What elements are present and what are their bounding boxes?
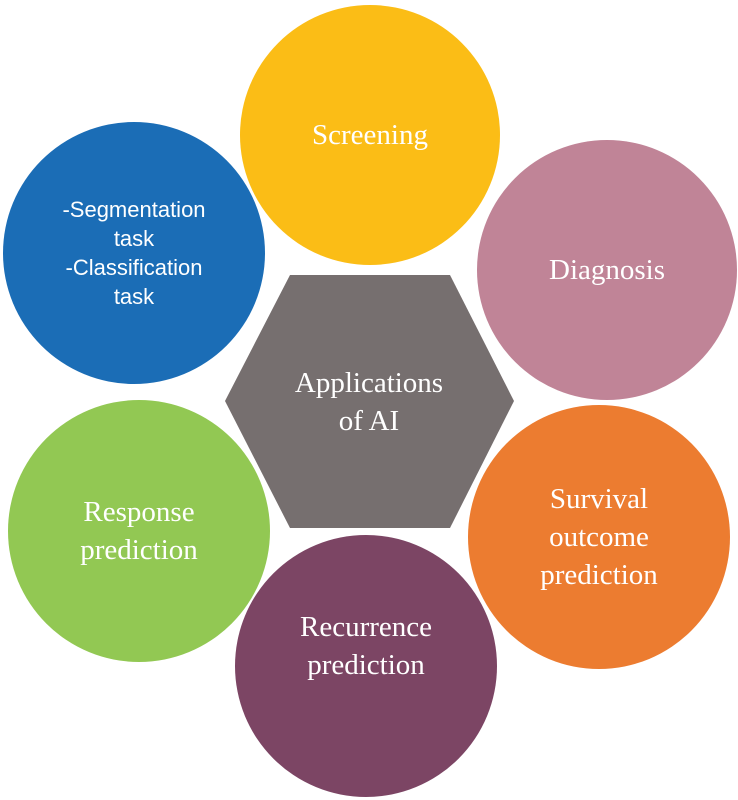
classification-label-1: -Classification <box>65 255 203 280</box>
diagnosis-circle: Diagnosis <box>477 140 737 400</box>
segmentation-circle: -Segmentation task -Classification task <box>3 122 265 384</box>
response-circle: Response prediction <box>8 400 270 662</box>
survival-label-2: outcome <box>549 521 649 553</box>
survival-label-1: Survival <box>549 483 649 515</box>
recurrence-label-2: prediction <box>307 649 425 681</box>
screening-circle: Screening <box>240 5 500 265</box>
center-label-2: of AI <box>338 404 400 437</box>
response-label-1: Response <box>83 496 195 528</box>
classification-label-2: task <box>113 284 155 309</box>
segmentation-label-2: task <box>113 226 155 251</box>
segmentation-label-1: -Segmentation <box>62 197 206 222</box>
survival-circle: Survival outcome prediction <box>468 405 730 669</box>
recurrence-circle: Recurrence prediction <box>235 535 497 797</box>
diagnosis-label: Diagnosis <box>549 254 665 286</box>
recurrence-label-1: Recurrence <box>299 611 432 643</box>
response-label-2: prediction <box>80 534 198 566</box>
survival-label-3: prediction <box>540 559 658 591</box>
center-label: Applications of AI <box>225 275 513 528</box>
screening-label: Screening <box>312 119 428 151</box>
center-label-1: Applications <box>294 366 444 399</box>
